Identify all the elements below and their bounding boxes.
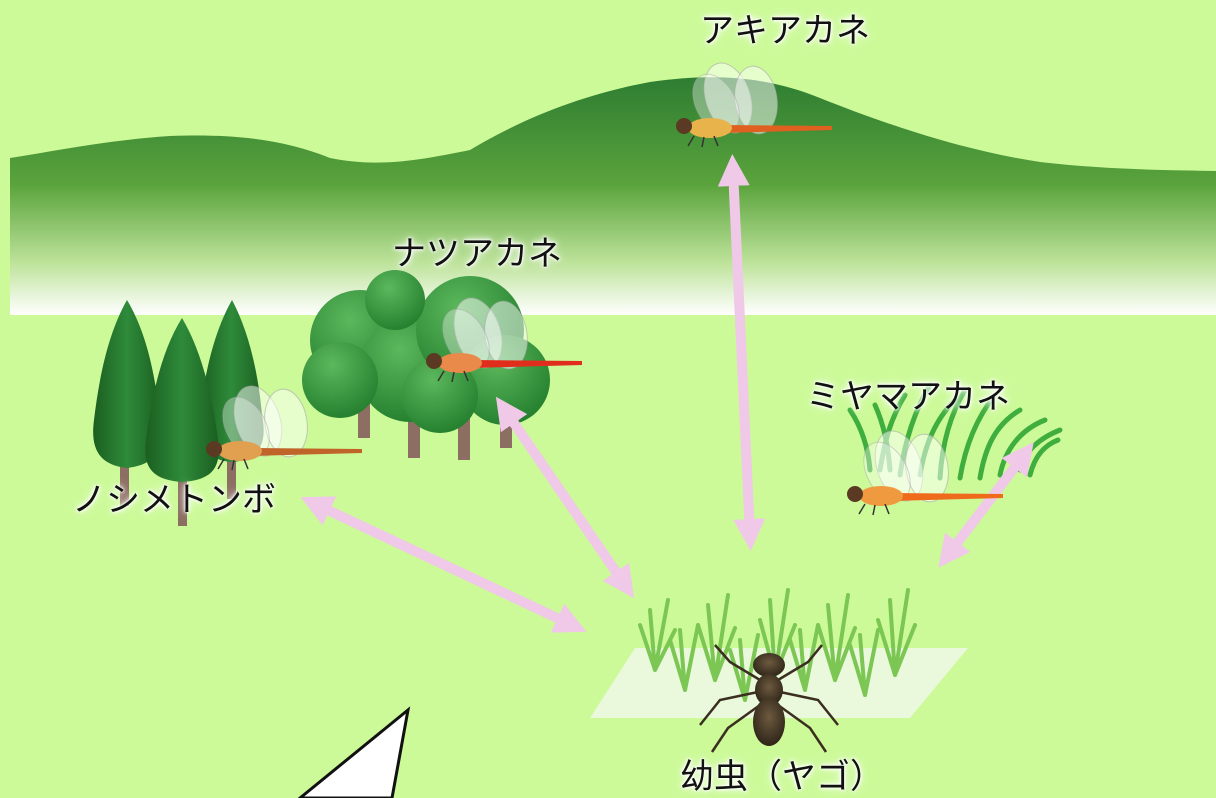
label-miyamaakane: ミヤマアカネ	[806, 377, 1010, 417]
arrow-noshimetonbo	[300, 496, 587, 633]
arrows	[300, 154, 1034, 633]
label-noshimetonbo: ノシメトンボ	[72, 480, 276, 520]
mountain	[10, 77, 1216, 315]
label-larva: 幼虫（ヤゴ）	[680, 757, 884, 797]
rice-plants	[638, 588, 917, 702]
label-akiakane: アキアカネ	[700, 11, 870, 51]
arrow-miyamaakane	[938, 442, 1034, 568]
callout-bubble	[297, 706, 411, 798]
arrow-akiakane	[717, 154, 766, 551]
larva-illustration	[699, 644, 839, 753]
label-natsuakane: ナツアカネ	[392, 234, 562, 274]
arrow-natsuakane	[495, 396, 635, 599]
